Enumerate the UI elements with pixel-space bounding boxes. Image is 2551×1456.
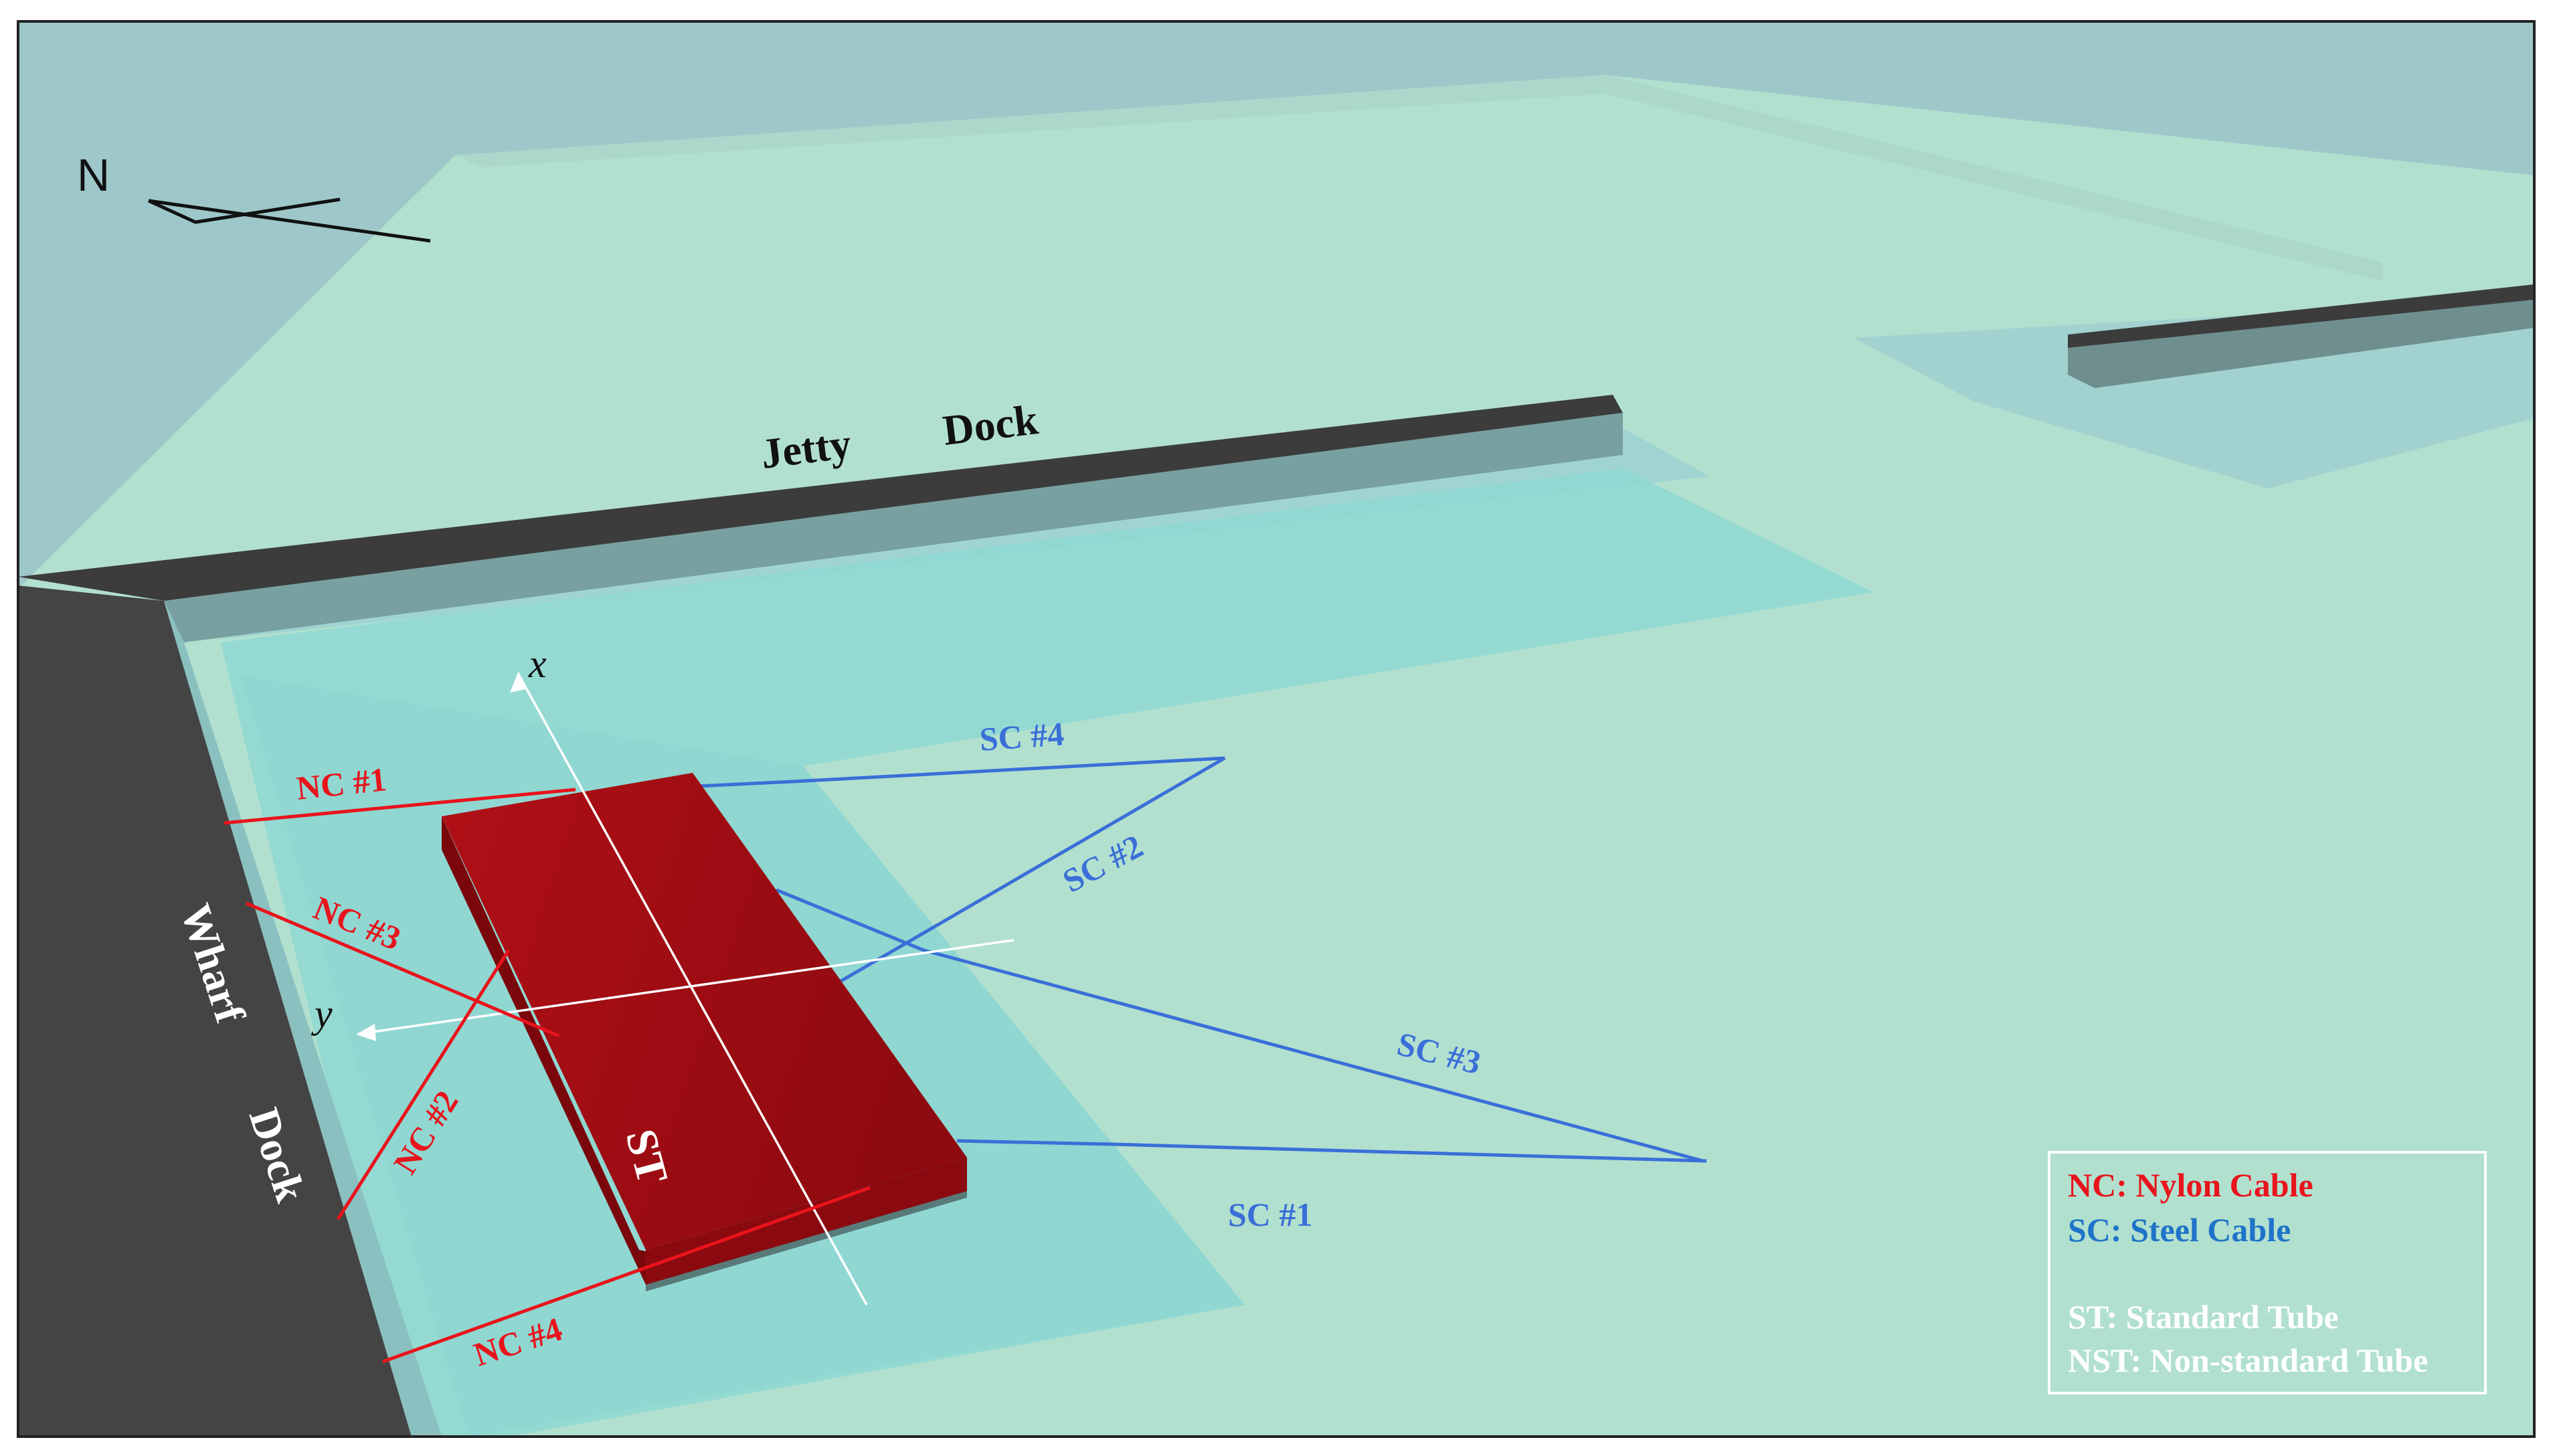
legend-steel: SC: Steel Cable xyxy=(2068,1211,2291,1249)
nylon-cable-nc1 xyxy=(224,788,576,825)
north-label: N xyxy=(77,150,110,201)
legend-nonstandard: NST: Non-standard Tube xyxy=(2068,1342,2428,1379)
frame xyxy=(17,20,2536,1438)
steel-cable-sc3 xyxy=(776,888,1704,1163)
standard-tube-side xyxy=(442,816,646,1285)
x-axis xyxy=(517,674,868,1305)
jetty-label-word2: Dock xyxy=(940,395,1041,454)
axis-x-label: x xyxy=(528,642,547,686)
legend: NC: Nylon Cable SC: Steel Cable ST: Stan… xyxy=(2048,1151,2487,1394)
y-axis-arrow xyxy=(356,1024,376,1041)
tube-axes xyxy=(356,671,1015,1305)
nylon-cables xyxy=(224,788,871,1364)
north-arrow xyxy=(147,197,431,243)
jetty-label-word1: Jetty xyxy=(758,420,854,478)
legend-nylon: NC: Nylon Cable xyxy=(2068,1166,2313,1204)
sc4-label: SC #4 xyxy=(978,715,1065,758)
far-basin-edge xyxy=(455,75,2382,281)
standard-tube-front xyxy=(646,1158,967,1285)
nylon-cable-nc3 xyxy=(246,901,559,1038)
y-axis xyxy=(359,939,1015,1035)
nylon-cable-nc2 xyxy=(336,949,511,1220)
nylon-cable-nc4 xyxy=(382,1186,871,1364)
north-arrow-shaft xyxy=(148,199,431,243)
legend-standard: ST: Standard Tube xyxy=(2068,1298,2339,1336)
steel-cable-sc1 xyxy=(956,1139,1707,1163)
wharf-dock-top xyxy=(18,585,412,1437)
steel-cable-sc4 xyxy=(697,756,1226,986)
axis-y-label: y xyxy=(311,992,333,1036)
wharf-dock-face xyxy=(164,601,442,1437)
steel-cables xyxy=(697,756,1707,1163)
jetty-dock-top xyxy=(18,395,1623,601)
jetty-dock-side xyxy=(164,413,1623,642)
sc1-label: SC #1 xyxy=(1228,1196,1312,1233)
legend-box xyxy=(2048,1151,2487,1394)
x-axis-arrow xyxy=(510,671,525,693)
right-pier-top xyxy=(2068,284,2534,348)
north-arrow-head xyxy=(147,197,341,224)
right-pier-side xyxy=(2068,300,2534,388)
